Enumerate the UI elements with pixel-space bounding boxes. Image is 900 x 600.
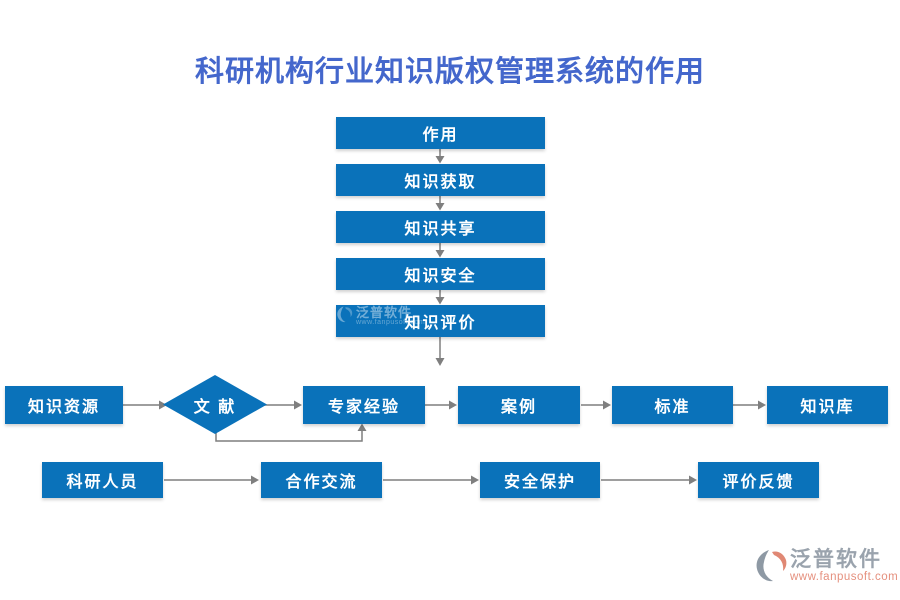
node-role: 作用: [336, 117, 545, 149]
node-security-protection: 安全保护: [480, 462, 600, 498]
vendor-logo-url: www.fanpusoft.com: [790, 571, 899, 583]
node-expert-experience: 专家经验: [303, 386, 425, 424]
vendor-logo-text: 泛普软件: [790, 548, 882, 571]
node-standard: 标准: [612, 386, 733, 424]
node-knowledge-security: 知识安全: [336, 258, 545, 290]
node-case: 案例: [458, 386, 580, 424]
node-knowledge-acquisition: 知识获取: [336, 164, 545, 196]
node-researchers: 科研人员: [42, 462, 163, 498]
decision-literature: 文 献: [163, 375, 267, 434]
node-knowledge-base: 知识库: [767, 386, 888, 424]
vendor-logo: 泛普软件 www.fanpusoft.com: [754, 549, 898, 584]
node-cooperation-exchange: 合作交流: [261, 462, 382, 498]
node-knowledge-resource: 知识资源: [5, 386, 123, 424]
vendor-logo-icon: [756, 550, 787, 582]
node-evaluation-feedback: 评价反馈: [698, 462, 819, 498]
page-title: 科研机构行业知识版权管理系统的作用: [194, 56, 705, 88]
node-knowledge-evaluation: 知识评价: [336, 305, 545, 337]
node-knowledge-sharing: 知识共享: [336, 211, 545, 243]
